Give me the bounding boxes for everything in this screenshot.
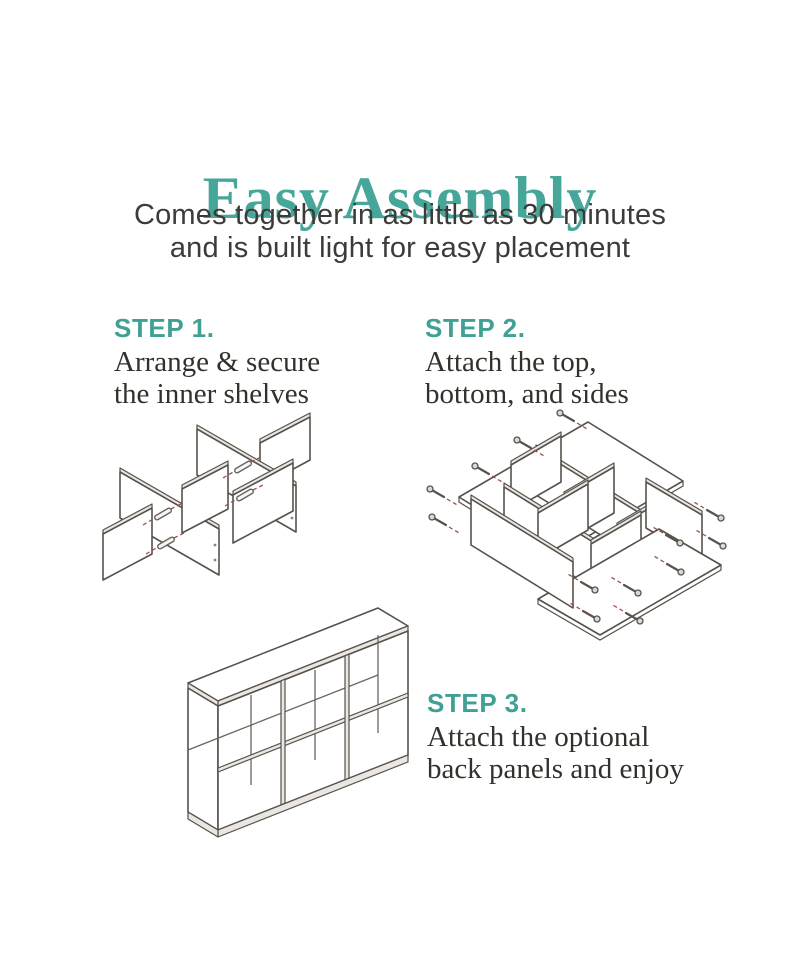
square-divider-panel — [181, 460, 229, 534]
step1-caption: Arrange & secure the inner shelves — [114, 346, 320, 410]
divider-edge — [344, 653, 350, 781]
square-divider-panel — [232, 458, 294, 544]
step1-illustration — [102, 412, 311, 581]
bottom-board — [537, 528, 722, 641]
square-divider-panel — [102, 503, 153, 581]
step2-caption: Attach the top, bottom, and sides — [425, 346, 629, 410]
step3-illustration — [187, 607, 409, 838]
left-side-face — [187, 687, 219, 831]
step2-caption-line-1: Attach the top, — [425, 346, 597, 378]
screw — [691, 500, 725, 522]
step2-illustration — [426, 409, 727, 641]
screw — [471, 462, 505, 484]
step1-caption-line-1: Arrange & secure — [114, 346, 321, 378]
subtitle-line-1: Comes together in as little as 30 minute… — [133, 199, 667, 231]
dowel-pin — [142, 503, 182, 526]
page-title: Easy Assembly — [202, 165, 598, 232]
step1-caption-line-2: the inner shelves — [114, 378, 309, 410]
step3-caption: Attach the optional back panels and enjo… — [427, 721, 684, 785]
inner-shelf-lattice — [503, 431, 668, 607]
dowel-pin — [222, 456, 262, 479]
subtitle-line-2: and is built light for easy placement — [169, 232, 631, 264]
screw — [556, 409, 590, 431]
screw — [428, 513, 462, 535]
screw — [610, 603, 644, 625]
screw — [608, 575, 642, 597]
step2-label: STEP 2. — [425, 313, 526, 343]
step2-caption-line-2: bottom, and sides — [425, 378, 629, 410]
screw — [426, 485, 460, 507]
screw — [565, 572, 599, 594]
step3-caption-line-2: back panels and enjoy — [427, 753, 684, 785]
screw — [513, 436, 547, 458]
screw — [693, 528, 727, 550]
dowel-pin — [224, 484, 264, 507]
left-side-panel — [470, 494, 574, 609]
screw — [651, 554, 685, 576]
dowel-pin — [145, 532, 185, 555]
divider-edge — [280, 678, 286, 806]
screw — [567, 601, 601, 623]
page-subtitle: Comes together in as little as 30 minute… — [0, 199, 800, 265]
assembled-shelf-unit — [187, 607, 409, 838]
screw — [650, 525, 684, 547]
step3-caption-line-1: Attach the optional — [427, 721, 650, 753]
step1-label: STEP 1. — [114, 313, 215, 343]
step3-label: STEP 3. — [427, 688, 528, 718]
